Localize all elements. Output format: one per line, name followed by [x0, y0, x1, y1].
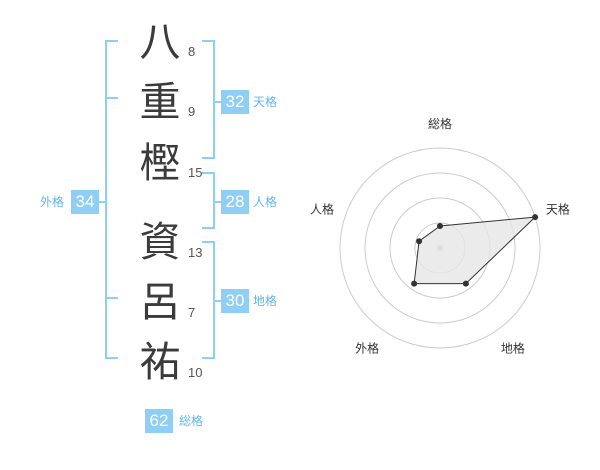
stroke-count-5: 7 — [188, 305, 196, 320]
radar-axis-label-2: 天格 — [546, 202, 570, 217]
radar-point-3 — [462, 280, 469, 287]
gaikaku-bracket — [105, 40, 118, 359]
soukaku-label: 総格 — [179, 414, 204, 428]
stroke-count-6: 10 — [188, 365, 203, 380]
gaikaku-label: 外格 — [40, 195, 65, 209]
radar-axis-label-3: 地格 — [501, 340, 525, 355]
name-char-3: 樫 — [139, 139, 181, 187]
name-char-1: 八 — [139, 18, 181, 66]
jinkaku-bracket — [202, 172, 215, 229]
name-char-6: 祐 — [139, 338, 181, 386]
chikaku-label: 地格 — [253, 294, 278, 308]
radar-axis-label-1: 総格 — [428, 116, 452, 131]
jinkaku-label: 人格 — [253, 195, 278, 209]
stroke-count-3: 15 — [188, 165, 203, 180]
gaikaku-badge: 34 — [71, 190, 99, 214]
name-char-2: 重 — [139, 78, 181, 126]
radar-series-area — [413, 216, 537, 285]
tenkaku-label: 天格 — [253, 95, 278, 109]
soukaku-badge: 62 — [145, 409, 173, 433]
radar-point-2 — [532, 214, 539, 221]
radar-point-5 — [416, 238, 423, 245]
radar-grid-ring — [364, 172, 516, 324]
stroke-count-2: 9 — [188, 104, 196, 119]
radar-point-4 — [411, 280, 418, 287]
stroke-count-4: 13 — [188, 245, 203, 260]
jinkaku-badge: 28 — [221, 190, 249, 214]
stroke-count-1: 8 — [188, 44, 196, 59]
radar-axis-label-5: 人格 — [310, 202, 334, 217]
tenkaku-bracket — [202, 40, 215, 159]
name-char-5: 呂 — [139, 278, 181, 326]
chikaku-badge: 30 — [221, 289, 249, 313]
radar-axis-label-4: 外格 — [355, 340, 379, 355]
tenkaku-badge: 32 — [221, 90, 249, 114]
radar-point-1 — [437, 223, 443, 229]
radar-grid-ring — [339, 147, 541, 349]
name-char-4: 資 — [139, 218, 181, 266]
